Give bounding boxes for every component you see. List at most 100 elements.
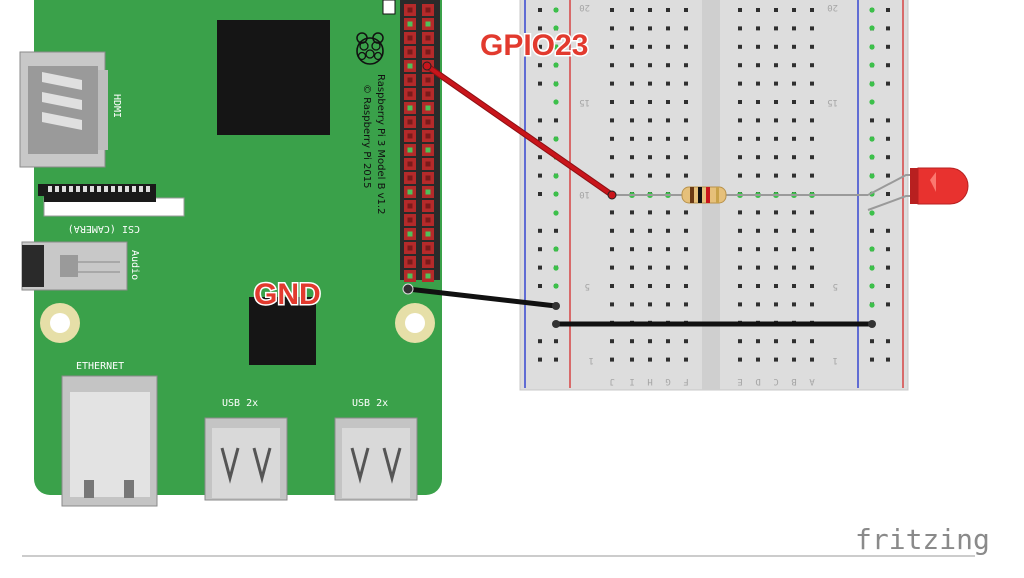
breadboard-hole bbox=[756, 302, 760, 307]
rail-hole bbox=[538, 265, 542, 270]
rail-connected-hole bbox=[869, 81, 875, 87]
rail-hole bbox=[554, 228, 558, 233]
breadboard-hole bbox=[756, 247, 760, 252]
breadboard-hole bbox=[810, 118, 814, 123]
rail-connected-hole bbox=[553, 246, 559, 252]
breadboard-hole bbox=[774, 118, 778, 123]
breadboard-hole bbox=[756, 136, 760, 141]
breadboard-hole bbox=[738, 44, 742, 49]
breadboard-hole bbox=[630, 155, 634, 160]
row-15-right: 15 bbox=[827, 97, 838, 107]
camera-label: CSI (CAMERA) bbox=[68, 223, 140, 234]
breadboard-hole bbox=[792, 284, 796, 288]
breadboard-hole bbox=[792, 63, 796, 68]
gpio-pin-center bbox=[407, 77, 413, 83]
breadboard-hole bbox=[756, 44, 760, 49]
breadboard-hole bbox=[666, 173, 670, 178]
breadboard-hole bbox=[774, 8, 778, 12]
column-label: A bbox=[809, 376, 815, 386]
breadboard-hole bbox=[648, 118, 652, 123]
breadboard-hole bbox=[630, 8, 634, 12]
rail-hole bbox=[886, 173, 890, 178]
rail-connected-hole bbox=[869, 265, 875, 271]
rail-hole bbox=[886, 155, 890, 160]
breadboard-hole bbox=[648, 63, 652, 68]
gpio-pin-center bbox=[407, 119, 413, 125]
breadboard-hole bbox=[610, 339, 614, 344]
rail-hole bbox=[886, 118, 890, 123]
gpio-pin-center bbox=[425, 147, 431, 153]
gpio-pin-center bbox=[425, 105, 431, 111]
breadboard-hole bbox=[630, 357, 634, 362]
breadboard-hole bbox=[810, 357, 814, 362]
breadboard-hole bbox=[774, 265, 778, 270]
gpio-pin-center bbox=[407, 259, 413, 265]
rail-hole bbox=[538, 155, 542, 160]
breadboard-hole bbox=[810, 339, 814, 344]
breadboard-hole bbox=[630, 81, 634, 86]
rail-hole bbox=[886, 357, 890, 362]
breadboard-hole bbox=[684, 26, 688, 31]
breadboard-hole bbox=[810, 63, 814, 68]
breadboard-hole bbox=[684, 173, 688, 178]
rail-hole bbox=[886, 265, 890, 270]
hdmi-label: HDMI bbox=[111, 94, 122, 118]
breadboard-hole bbox=[810, 8, 814, 12]
lan-chip bbox=[249, 297, 316, 365]
gpio-pin-center bbox=[407, 245, 413, 251]
breadboard-hole bbox=[774, 44, 778, 49]
camera-pin bbox=[104, 186, 108, 192]
breadboard-hole bbox=[756, 155, 760, 160]
rail-connected-hole bbox=[553, 62, 559, 68]
usb-label-1: USB 2x bbox=[222, 398, 258, 409]
mounting-hole-left bbox=[40, 303, 80, 343]
rail-hole bbox=[538, 136, 542, 141]
rail-connected-hole bbox=[553, 210, 559, 216]
camera-pin bbox=[97, 186, 101, 192]
breadboard-hole bbox=[610, 136, 614, 141]
breadboard-hole bbox=[648, 173, 652, 178]
rail-hole bbox=[554, 339, 558, 344]
breadboard-hole bbox=[810, 173, 814, 178]
breadboard-hole bbox=[684, 357, 688, 362]
gpio-pin-center bbox=[425, 91, 431, 97]
breadboard-hole bbox=[610, 81, 614, 86]
breadboard-hole bbox=[756, 118, 760, 123]
rail-connected-hole bbox=[553, 7, 559, 13]
gpio-pin-center bbox=[407, 21, 413, 27]
breadboard-hole bbox=[792, 118, 796, 123]
column-label: I bbox=[629, 376, 634, 386]
gpio-pin-center bbox=[425, 119, 431, 125]
rail-hole bbox=[554, 357, 558, 362]
rail-connected-hole bbox=[869, 246, 875, 252]
camera-pin bbox=[132, 186, 136, 192]
camera-pin bbox=[48, 186, 52, 192]
row-5-left: 5 bbox=[585, 281, 590, 291]
breadboard-hole bbox=[666, 26, 670, 31]
breadboard-hole bbox=[738, 284, 742, 288]
breadboard-hole bbox=[738, 63, 742, 68]
breadboard-hole bbox=[684, 265, 688, 270]
breadboard-hole bbox=[610, 265, 614, 270]
breadboard-hole bbox=[666, 136, 670, 141]
breadboard-hole bbox=[630, 26, 634, 31]
gpio-pin-center bbox=[407, 231, 413, 237]
rail-connected-hole bbox=[869, 25, 875, 31]
breadboard-hole bbox=[774, 81, 778, 86]
breadboard-hole bbox=[738, 81, 742, 86]
breadboard-hole bbox=[756, 63, 760, 68]
breadboard-hole bbox=[666, 302, 670, 307]
breadboard-hole bbox=[792, 26, 796, 31]
rail-connected-hole bbox=[553, 191, 559, 197]
breadboard-hole bbox=[738, 155, 742, 160]
breadboard-hole bbox=[684, 136, 688, 141]
rail-hole bbox=[538, 192, 542, 196]
gpio-pin-center bbox=[407, 175, 413, 181]
breadboard-hole bbox=[738, 339, 742, 344]
hdmi-port bbox=[19, 51, 108, 168]
breadboard-hole bbox=[684, 118, 688, 123]
gpio-pin-center bbox=[407, 91, 413, 97]
breadboard-hole bbox=[810, 210, 814, 215]
breadboard-hole bbox=[756, 81, 760, 86]
gpio-pin-center bbox=[425, 273, 431, 279]
